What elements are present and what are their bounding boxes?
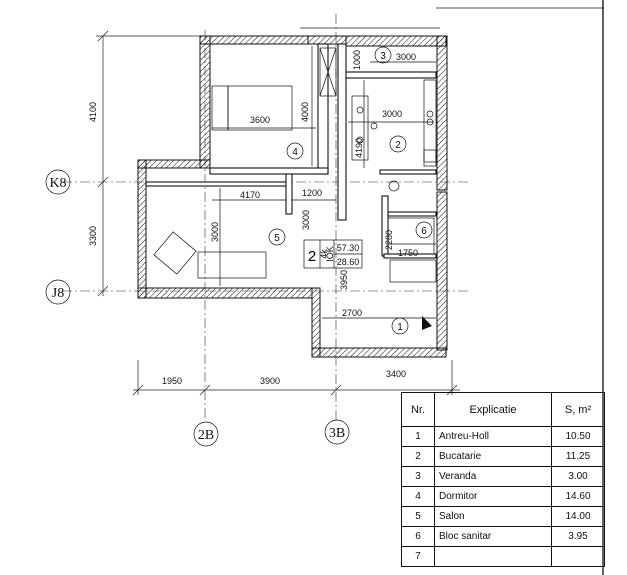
axis-marker-k: K8: [45, 169, 71, 195]
svg-text:2280: 2280: [384, 230, 394, 250]
axis-marker-3: 3B: [324, 419, 350, 445]
dining-table: [351, 95, 369, 161]
svg-text:K8: K8: [49, 176, 66, 191]
boiler-icon: [388, 180, 400, 192]
stamp-area2: 28.60: [337, 257, 360, 267]
svg-text:1000: 1000: [352, 50, 362, 70]
svg-text:6: 6: [421, 226, 427, 237]
legend-table: Nr. Explicatie S, m² 1 Antreu-Holl 10.50…: [401, 392, 605, 567]
svg-text:5: 5: [274, 233, 280, 244]
svg-text:3B: 3B: [329, 426, 345, 441]
bottom-dimension-chain: 1950 3900 3400: [132, 360, 460, 396]
dim-left-top: 4100: [88, 102, 98, 122]
svg-text:2700: 2700: [342, 308, 362, 318]
toilet-area: [387, 217, 435, 255]
bathtub: [389, 259, 437, 283]
legend-row: 1 Antreu-Holl 10.50: [401, 426, 605, 447]
svg-text:3950: 3950: [339, 270, 349, 290]
room-dimensions: 3600 4000 3000 1000 3000 4190 4170 3000 …: [210, 46, 436, 319]
room-number-2: 2: [389, 135, 407, 153]
svg-text:4: 4: [292, 147, 298, 158]
room-number-5: 5: [268, 228, 286, 246]
legend-header-area: S, m²: [551, 392, 605, 427]
axis-marker-j: J8: [45, 279, 71, 305]
axis-marker-2: 2B: [193, 421, 219, 447]
svg-text:3600: 3600: [250, 115, 270, 125]
left-dimension-chain: 4100 3300: [88, 30, 109, 297]
room-number-1: 1: [391, 317, 409, 335]
svg-text:3000: 3000: [301, 210, 311, 230]
dim-bottom-3: 3400: [386, 369, 406, 379]
legend-header-nr: Nr.: [401, 392, 435, 427]
legend-row: 2 Bucatarie 11.25: [401, 446, 605, 467]
svg-text:J8: J8: [52, 286, 64, 301]
entrance-arrow-icon: [422, 316, 432, 330]
stamp-r2: IOK: [325, 246, 335, 262]
svg-text:2: 2: [395, 140, 401, 151]
stamp-r1: 4k: [319, 249, 329, 259]
room-number-4: 4: [286, 142, 304, 160]
armchair: [153, 231, 197, 275]
svg-text:1750: 1750: [398, 248, 418, 258]
kitchen-counter: [423, 79, 437, 167]
exterior-walls: [137, 35, 448, 358]
bed: [227, 85, 293, 131]
wardrobe: [319, 47, 337, 97]
svg-text:3000: 3000: [382, 109, 402, 119]
svg-text:1200: 1200: [302, 188, 322, 198]
room-number-6: 6: [415, 221, 433, 239]
legend-header-explicatie: Explicatie: [434, 392, 552, 427]
stamp-area1: 57.30: [337, 243, 360, 253]
svg-text:4170: 4170: [240, 190, 260, 200]
stamp-big: 2: [308, 248, 316, 265]
room-number-3: 3: [374, 46, 392, 64]
svg-text:3000: 3000: [396, 52, 416, 62]
legend-row: 6 Bloc sanitar 3.95: [401, 526, 605, 547]
dim-bottom-2: 3900: [260, 376, 280, 386]
sofa: [197, 251, 267, 279]
legend-row: 5 Salon 14.00: [401, 506, 605, 527]
bed-headboard: [211, 85, 229, 131]
legend-row: 3 Veranda 3.00: [401, 466, 605, 487]
dim-bottom-1: 1950: [162, 376, 182, 386]
svg-text:4000: 4000: [300, 102, 310, 122]
legend-row: 4 Dormitor 14.60: [401, 486, 605, 507]
dim-left-bottom: 3300: [88, 226, 98, 246]
svg-text:1: 1: [397, 322, 403, 333]
apartment-stamp: 2 4k IOK 57.30 28.60: [303, 239, 363, 269]
legend-row: 7: [401, 546, 605, 567]
svg-text:4190: 4190: [354, 138, 364, 158]
interior-walls: [145, 43, 437, 259]
furniture: [153, 47, 437, 283]
svg-text:3000: 3000: [210, 222, 220, 242]
svg-text:3: 3: [380, 51, 386, 62]
svg-text:2B: 2B: [198, 428, 214, 443]
